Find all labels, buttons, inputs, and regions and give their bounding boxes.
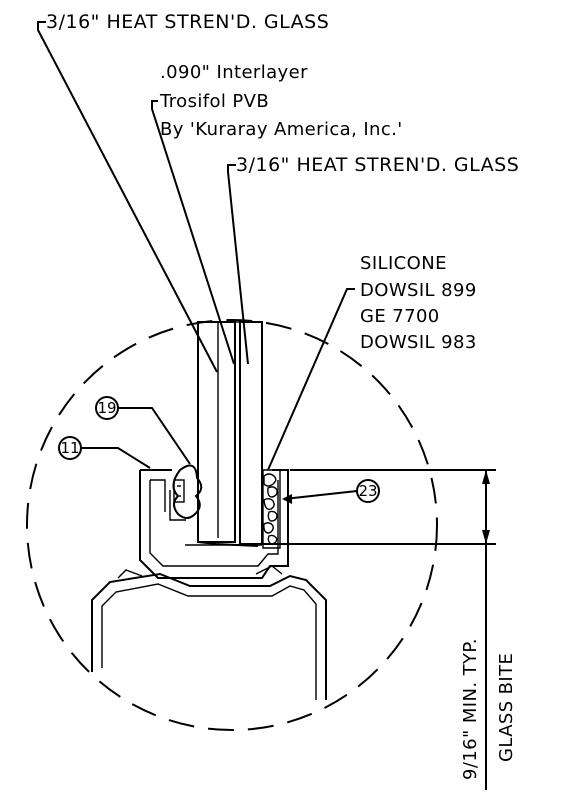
glazing-gasket bbox=[172, 464, 203, 519]
aluminum-glazing-extrusion bbox=[139, 469, 289, 579]
silicone-label-line2: DOWSIL 899 bbox=[360, 280, 477, 301]
interlayer-leader bbox=[151, 100, 235, 365]
inner-glass-leader bbox=[227, 164, 249, 365]
interlayer-label-line3: By 'Kuraray America, Inc.' bbox=[160, 119, 403, 140]
inner-glass-label: 3/16" HEAT STREN'D. GLASS bbox=[236, 154, 519, 176]
silicone-label-line3: GE 7700 bbox=[360, 306, 440, 327]
detail-circle bbox=[26, 319, 438, 731]
dimension-text-min: 9/16" MIN. TYP. bbox=[460, 638, 481, 780]
interlayer-label-line1: .090" Interlayer bbox=[160, 62, 308, 83]
laminated-glass bbox=[197, 321, 263, 547]
silicone-label-line1: SILICONE bbox=[360, 253, 447, 274]
tag-11-text: 11 bbox=[60, 439, 79, 457]
silicone-leader bbox=[267, 288, 355, 471]
structural-silicone-bead bbox=[262, 469, 281, 549]
mullion-profile bbox=[91, 565, 327, 700]
tag-11: 11 bbox=[58, 436, 151, 469]
outer-glass-leader bbox=[37, 21, 218, 373]
outer-glass-label: 3/16" HEAT STREN'D. GLASS bbox=[46, 11, 329, 33]
dimension-text-glass-bite: GLASS BITE bbox=[496, 653, 517, 762]
tag-19: 19 bbox=[95, 396, 191, 465]
tag-23: 23 bbox=[282, 479, 380, 504]
interlayer-label-line2: Trosifol PVB bbox=[159, 91, 269, 112]
silicone-label-line4: DOWSIL 983 bbox=[360, 332, 477, 353]
tag-23-text: 23 bbox=[358, 482, 377, 500]
glass-bite-dimension bbox=[262, 469, 496, 790]
tag-19-text: 19 bbox=[97, 399, 116, 417]
